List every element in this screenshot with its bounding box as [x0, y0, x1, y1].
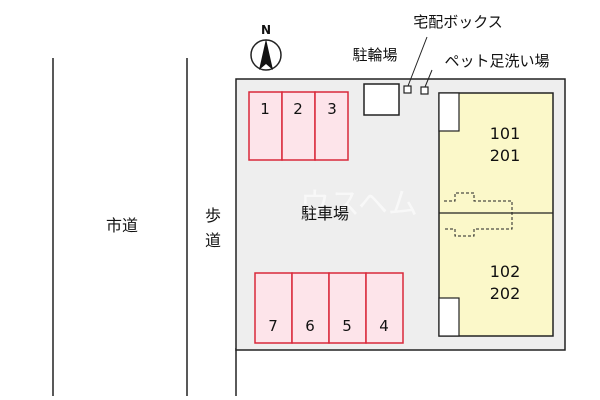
- unit-202: 202: [490, 284, 521, 303]
- bicycle-parking-area: [363, 83, 400, 116]
- parking-number-4: 4: [379, 317, 389, 335]
- north-label: N: [261, 23, 271, 37]
- sidewalk-label-bottom: 道: [205, 231, 221, 250]
- building-outline: [438, 92, 554, 337]
- parking-number-3: 3: [327, 100, 337, 118]
- parking-space-5: [328, 272, 367, 344]
- parking-space-1: [248, 91, 283, 161]
- apartment-building: [438, 92, 554, 337]
- watermark-logo: ウスヘム: [300, 187, 418, 222]
- unit-101: 101: [490, 124, 521, 143]
- parking-number-1: 1: [260, 100, 270, 118]
- parking-space-3: [314, 91, 349, 161]
- parking-number-2: 2: [293, 100, 303, 118]
- city-road-label: 市道: [106, 216, 138, 235]
- entrance-notch-top: [438, 92, 460, 132]
- parking-number-5: 5: [342, 317, 352, 335]
- parking-space-7: [254, 272, 293, 344]
- parking-space-4: [365, 272, 404, 344]
- north-compass-icon: [250, 39, 282, 71]
- parking-row-top: [248, 91, 349, 161]
- unit-102: 102: [490, 262, 521, 281]
- delivery-box-leader: [407, 36, 428, 87]
- parking-lot-label: 駐車場: [301, 204, 349, 223]
- parking-number-6: 6: [305, 317, 315, 335]
- bicycle-parking-label: 駐輪場: [352, 46, 397, 64]
- pet-foot-wash-label: ペット足洗い場: [444, 52, 549, 70]
- pet-foot-wash: [420, 86, 429, 95]
- unit-201: 201: [490, 146, 521, 165]
- pet-foot-wash-leader: [424, 69, 433, 88]
- parking-space-2: [281, 91, 316, 161]
- parking-row-bottom: [254, 272, 404, 344]
- parking-space-6: [291, 272, 330, 344]
- sidewalk-label-top: 歩: [205, 206, 221, 225]
- entrance-notch-bottom: [438, 297, 460, 337]
- parking-number-7: 7: [268, 317, 278, 335]
- staircase-outline: [444, 192, 513, 237]
- delivery-box: [403, 85, 412, 94]
- delivery-box-label: 宅配ボックス: [413, 13, 503, 31]
